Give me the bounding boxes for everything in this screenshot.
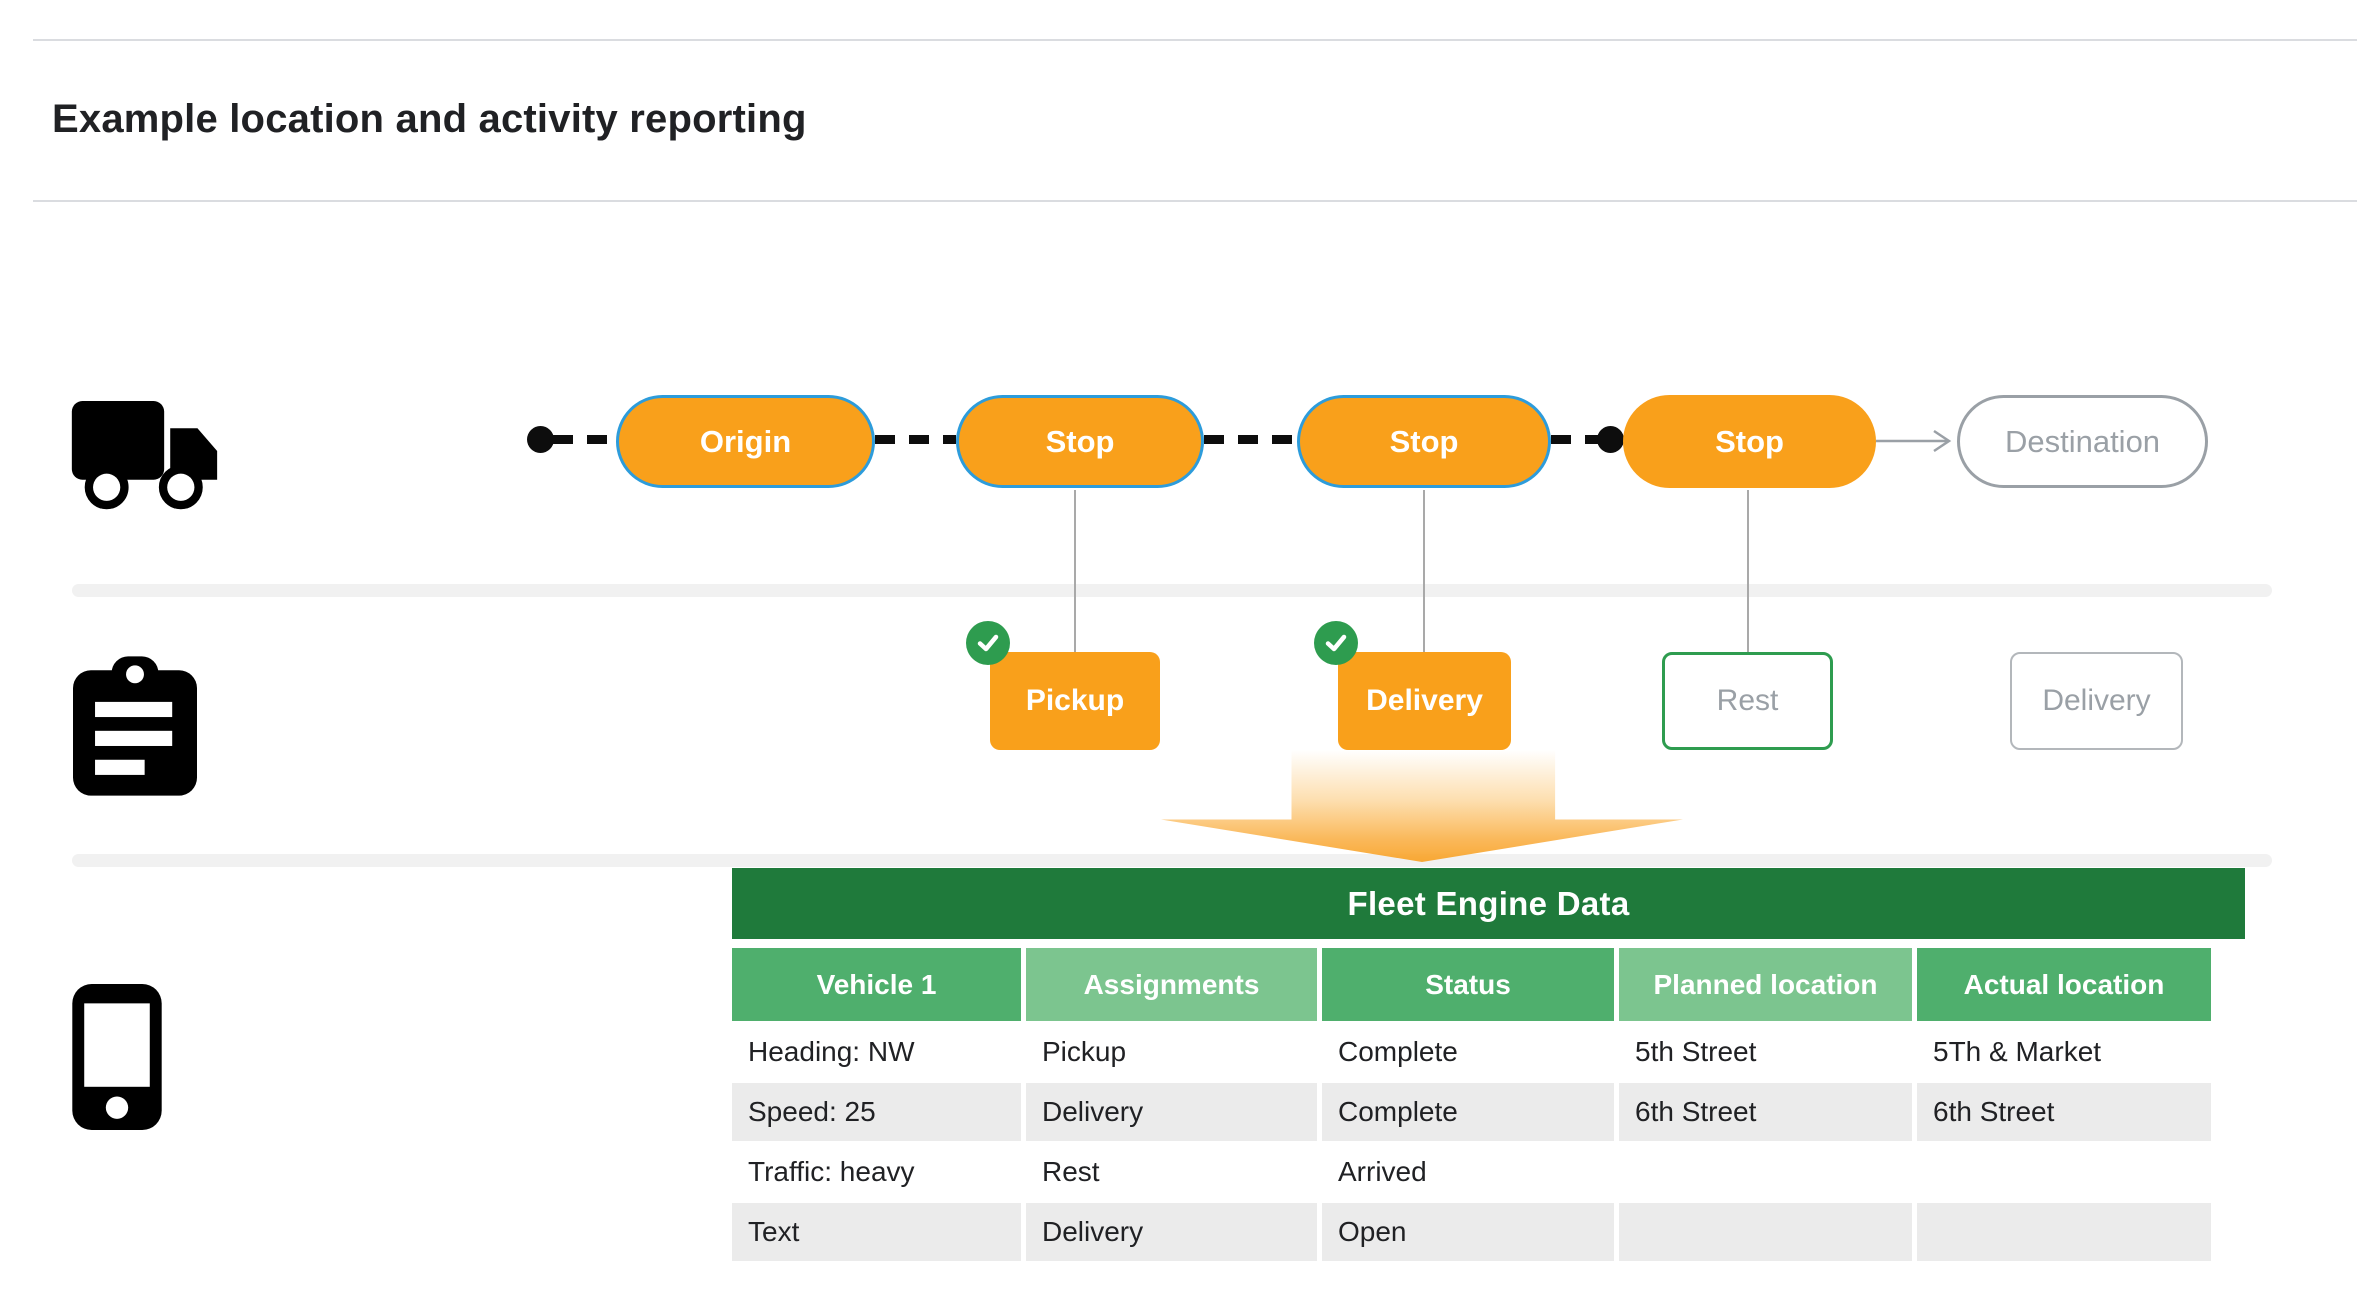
activity-label: Pickup: [1025, 684, 1125, 717]
activity-label: Delivery: [1366, 684, 1483, 717]
table-cell: 5th Street: [1635, 1036, 1757, 1067]
table-cell: [1917, 1203, 2211, 1261]
route-pill-destination: Destination: [1957, 395, 2208, 488]
activity-box-delivery: Delivery: [1314, 621, 1511, 750]
route-pill-stop-2: Stop: [1297, 395, 1551, 488]
table-cell: Arrived: [1338, 1156, 1427, 1187]
truck-icon: [70, 398, 222, 515]
table-cell: Rest: [1042, 1156, 1100, 1187]
table-cell: 6th Street: [1619, 1083, 1912, 1141]
column-header-actual-location: Actual location: [1917, 948, 2211, 1021]
route-dashed-line: [1551, 435, 1598, 444]
table-row: Traffic: heavy Rest Arrived: [732, 1143, 2245, 1201]
pill-label: Destination: [2004, 423, 2161, 459]
table-cell: Heading: NW: [748, 1036, 915, 1067]
table-cell: Open: [1322, 1203, 1614, 1261]
table-cell: Text: [732, 1203, 1021, 1261]
route-dashed-line: [553, 435, 616, 444]
table-cell: Pickup: [1042, 1036, 1127, 1067]
table-row: Speed: 25 Delivery Complete 6th Street 6…: [732, 1083, 2245, 1141]
page-title: Example location and activity reporting: [52, 96, 807, 141]
arrow-right-icon: [1876, 429, 1952, 453]
table-cell: Traffic: heavy: [748, 1156, 915, 1187]
section-divider: [72, 584, 2272, 597]
table-row: Text Delivery Open: [732, 1203, 2245, 1261]
table-cell: [1619, 1203, 1912, 1261]
pill-label: Stop: [1715, 423, 1784, 459]
table-cell: Delivery: [1026, 1203, 1317, 1261]
column-header-assignments: Assignments: [1026, 948, 1317, 1021]
table-row: Heading: NW Pickup Complete 5th Street 5…: [732, 1023, 2245, 1081]
table-cell: [1917, 1143, 2211, 1201]
column-header-status: Status: [1322, 948, 1614, 1021]
column-header-planned-location: Planned location: [1619, 948, 1912, 1021]
route-pill-stop-1: Stop: [956, 395, 1204, 488]
connector-line: [1423, 490, 1425, 654]
table-cell: Complete: [1338, 1036, 1458, 1067]
table-cell: 6th Street: [1917, 1083, 2211, 1141]
arrow-down-icon: [1161, 750, 1683, 862]
title-divider: [33, 200, 2357, 202]
phone-icon: [72, 984, 162, 1135]
clipboard-icon: [73, 656, 197, 801]
table-title: Fleet Engine Data: [732, 868, 2245, 939]
route-pill-stop-3: Stop: [1623, 395, 1876, 488]
table-cell: 5Th & Market: [1933, 1036, 2102, 1067]
route-pill-origin: Origin: [616, 395, 875, 488]
route-current-position-dot: [1597, 426, 1624, 453]
table-cell: Complete: [1322, 1083, 1614, 1141]
connector-line: [1074, 490, 1076, 654]
check-icon: [966, 621, 1010, 665]
fleet-engine-table: Fleet Engine Data Vehicle 1 Assignments …: [732, 868, 2245, 1261]
table-cell: Speed: 25: [732, 1083, 1021, 1141]
column-header-vehicle: Vehicle 1: [732, 948, 1021, 1021]
table-cell: [1619, 1143, 1912, 1201]
top-divider: [33, 39, 2357, 41]
pill-label: Origin: [699, 423, 792, 459]
activity-label: Rest: [1716, 684, 1779, 717]
activity-box-pickup: Pickup: [966, 621, 1160, 750]
pill-label: Stop: [1389, 423, 1459, 459]
section-divider: [72, 854, 2272, 867]
check-icon: [1314, 621, 1358, 665]
activity-box-delivery-future: Delivery: [2010, 652, 2183, 750]
connector-line: [1747, 490, 1749, 654]
table-cell: Delivery: [1026, 1083, 1317, 1141]
route-start-dot: [527, 426, 554, 453]
activity-box-rest: Rest: [1662, 652, 1833, 750]
activity-label: Delivery: [2042, 684, 2151, 717]
route-dashed-line: [1204, 435, 1297, 444]
table-header-row: Vehicle 1 Assignments Status Planned loc…: [732, 948, 2245, 1021]
route-dashed-line: [875, 435, 956, 444]
pill-label: Stop: [1045, 423, 1115, 459]
